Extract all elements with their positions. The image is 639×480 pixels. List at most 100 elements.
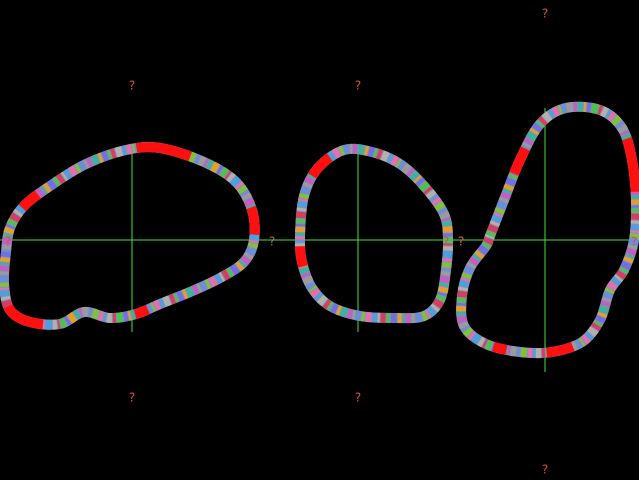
middle-loop-stripe (294, 143, 454, 324)
middle-loop-stripe (294, 143, 454, 324)
middle-loop-stripe (294, 143, 454, 324)
middle-loop-stripe (294, 143, 454, 324)
middle-loop-stripe (294, 143, 454, 324)
middle-loop-stripe (294, 143, 454, 324)
middle-loop-stripe (294, 143, 454, 324)
middle-loop-stripe (294, 143, 454, 324)
middle-loop-stripe (294, 143, 454, 324)
middle-loop-stripe (294, 143, 454, 324)
middle-loop-stripe (294, 143, 454, 324)
middle-loop-stripe (294, 143, 454, 324)
middle-loop-stripe (294, 143, 454, 324)
middle-loop-stripe (294, 143, 454, 324)
middle-loop-stripe (294, 143, 454, 324)
middle-loop-stripe (294, 143, 454, 324)
middle-loop-stripe (294, 143, 454, 324)
middle-loop-stripe (294, 143, 454, 324)
middle-loop-stripe (294, 143, 454, 324)
middle-loop-stripe (294, 143, 454, 324)
middle-loop-stripe (294, 143, 454, 324)
middle-loop-stripe (294, 143, 454, 324)
middle-loop-stripe (294, 143, 454, 324)
middle-loop-stripe (294, 143, 454, 324)
middle-loop-stripe (294, 143, 454, 324)
middle-loop-stripe (294, 143, 454, 324)
left-loop-stripe (0, 142, 260, 330)
middle-loop-stripe (294, 143, 454, 324)
middle-loop-stripe (294, 143, 454, 324)
middle-loop-stripe (294, 143, 454, 324)
middle-loop-stripe (294, 143, 454, 324)
left-loop-top-marker: ? (129, 79, 135, 93)
middle-loop-stripe (294, 143, 454, 324)
middle-loop-left-marker: ? (443, 235, 449, 249)
middle-loop-stripe (294, 143, 454, 324)
middle-loop-stripe (294, 143, 454, 324)
middle-loop-stripe (294, 143, 454, 324)
middle-loop-stripe (294, 143, 454, 324)
middle-loop-top-marker: ? (355, 79, 361, 93)
middle-loop-stripe (294, 143, 454, 324)
middle-loop-stripe (294, 143, 454, 324)
middle-loop-stripe (294, 143, 454, 324)
middle-loop-stripe (294, 143, 454, 324)
right-loop-stripe (456, 101, 639, 359)
middle-loop-stripe (294, 143, 454, 324)
middle-loop-stripe (294, 143, 454, 324)
right-loop-right-marker: ? (631, 235, 637, 249)
middle-loop-stripe (294, 143, 454, 324)
middle-loop-stripe (294, 143, 454, 324)
middle-loop-stripe (294, 143, 454, 324)
middle-loop-stripe (294, 143, 454, 324)
middle-loop-stripe (294, 143, 454, 324)
middle-loop-stripe (294, 143, 454, 324)
middle-loop-highlight (294, 143, 454, 324)
middle-loop (262, 143, 455, 332)
middle-loop-stripe (294, 143, 454, 324)
middle-loop-stripe (294, 143, 454, 324)
middle-loop-stripe (294, 143, 454, 324)
middle-loop-stripe (294, 143, 454, 324)
middle-loop-stripe (294, 143, 454, 324)
right-loop-top-marker: ? (542, 7, 548, 21)
middle-loop-stripe (294, 143, 454, 324)
left-loop-left-marker: ? (5, 235, 11, 249)
middle-loop-stripe (294, 143, 454, 324)
middle-loop-stripe (294, 143, 454, 324)
middle-loop-stripe (294, 143, 454, 324)
middle-loop-stripe (294, 143, 454, 324)
left-loop (0, 142, 262, 332)
middle-loop-stripe (294, 143, 454, 324)
middle-loop-right-marker: ? (458, 235, 464, 249)
middle-loop-stripe (294, 143, 454, 324)
middle-loop-stripe (294, 143, 454, 324)
middle-loop-stripe (294, 143, 454, 324)
middle-loop-stripe (294, 143, 454, 324)
right-loop-outline (456, 101, 639, 359)
middle-loop-stripe (294, 143, 454, 324)
middle-loop-stripe (294, 143, 454, 324)
middle-loop-stripe (294, 143, 454, 324)
middle-loop-stripe (294, 143, 454, 324)
middle-loop-stripe (294, 143, 454, 324)
middle-loop-stripe (294, 143, 454, 324)
middle-loop-stripe (294, 143, 454, 324)
middle-loop-bottom-marker: ? (355, 391, 361, 405)
middle-loop-stripe (294, 143, 454, 324)
middle-loop-stripe (294, 143, 454, 324)
middle-loop-stripe (294, 143, 454, 324)
middle-loop-stripe (294, 143, 454, 324)
right-loop-stripe (456, 101, 639, 359)
middle-loop-stripe (294, 143, 454, 324)
middle-loop-stripe (294, 143, 454, 324)
middle-loop-stripe (294, 143, 454, 324)
right-loop-bottom-marker: ? (542, 463, 548, 477)
middle-loop-stripe (294, 143, 454, 324)
middle-loop-stripe (294, 143, 454, 324)
left-loop-stripe (0, 142, 260, 330)
middle-loop-stripe (294, 143, 454, 324)
middle-loop-stripe (294, 143, 454, 324)
right-loop (455, 101, 639, 372)
